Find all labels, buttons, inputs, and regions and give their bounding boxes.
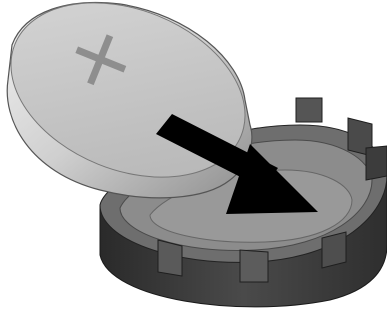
holder-tab-right-lower	[366, 146, 387, 180]
holder-tab-front-right	[322, 232, 346, 268]
holder-tab-front	[240, 250, 268, 282]
holder-tab-front-left	[158, 240, 182, 276]
holder-tab-back	[296, 98, 322, 122]
coin-cell-battery	[0, 0, 271, 210]
